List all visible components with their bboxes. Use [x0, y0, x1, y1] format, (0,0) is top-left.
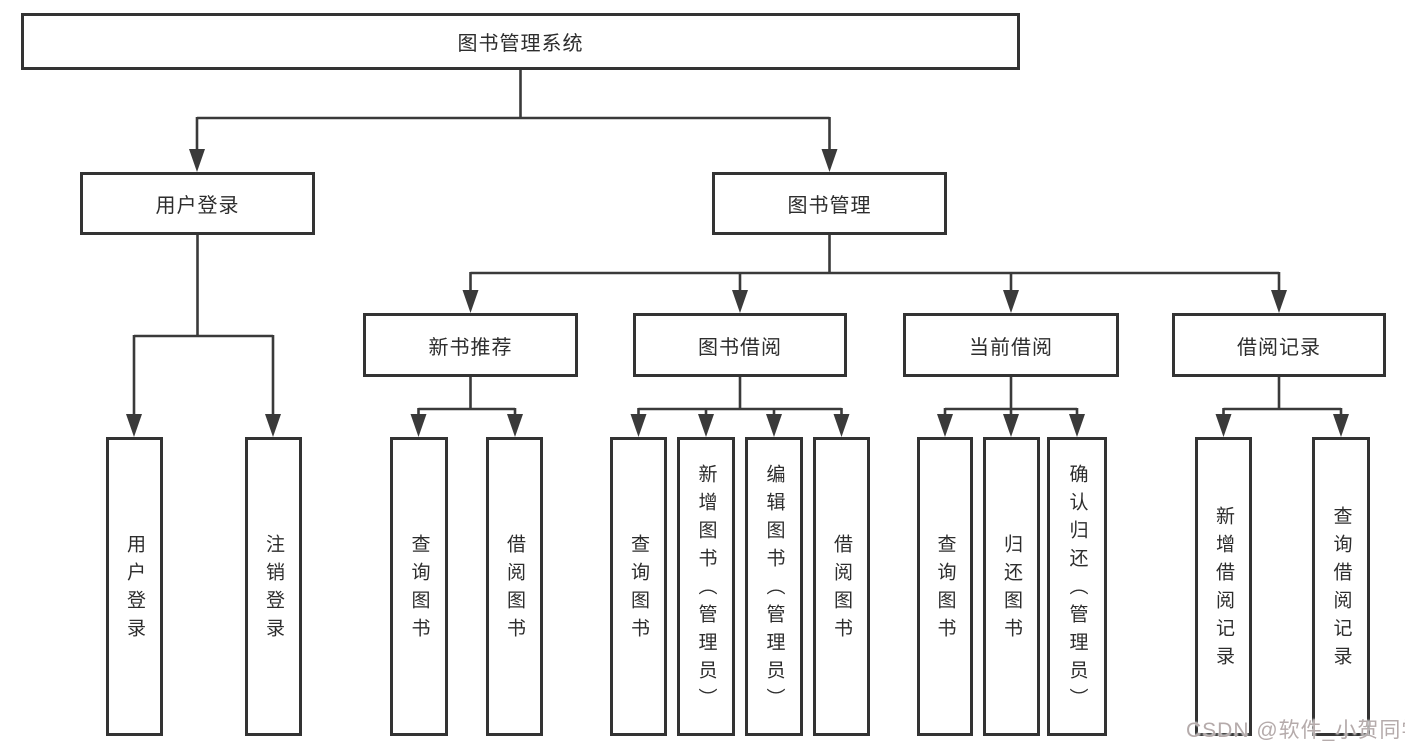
leaf-logout: 注销登录: [245, 437, 302, 736]
node-library-management-system: 图书管理系统: [21, 13, 1020, 70]
leaf-borrow-books: 借阅图书: [813, 437, 870, 736]
leaf-add-books-admin: 新增图书（管理员）: [677, 437, 735, 736]
node-book-borrowing: 图书借阅: [633, 313, 847, 377]
node-user-login: 用户登录: [80, 172, 315, 235]
node-borrowing-records: 借阅记录: [1172, 313, 1386, 377]
node-book-management: 图书管理: [712, 172, 947, 235]
leaf-borrow-books-recommend: 借阅图书: [486, 437, 543, 736]
node-new-book-recommendation: 新书推荐: [363, 313, 578, 377]
leaf-edit-books-admin: 编辑图书（管理员）: [745, 437, 803, 736]
leaf-user-login: 用户登录: [106, 437, 163, 736]
node-current-borrowing: 当前借阅: [903, 313, 1119, 377]
leaf-return-books: 归还图书: [983, 437, 1040, 736]
leaf-query-books-borrowing: 查询图书: [610, 437, 667, 736]
watermark: CSDN @软件_小贺同学: [1186, 719, 1405, 742]
leaf-confirm-return-admin: 确认归还（管理员）: [1047, 437, 1107, 736]
leaf-query-books-recommend: 查询图书: [390, 437, 448, 736]
leaf-add-borrow-record: 新增借阅记录: [1195, 437, 1252, 736]
leaf-query-books-current: 查询图书: [917, 437, 973, 736]
leaf-query-borrow-record: 查询借阅记录: [1312, 437, 1370, 736]
